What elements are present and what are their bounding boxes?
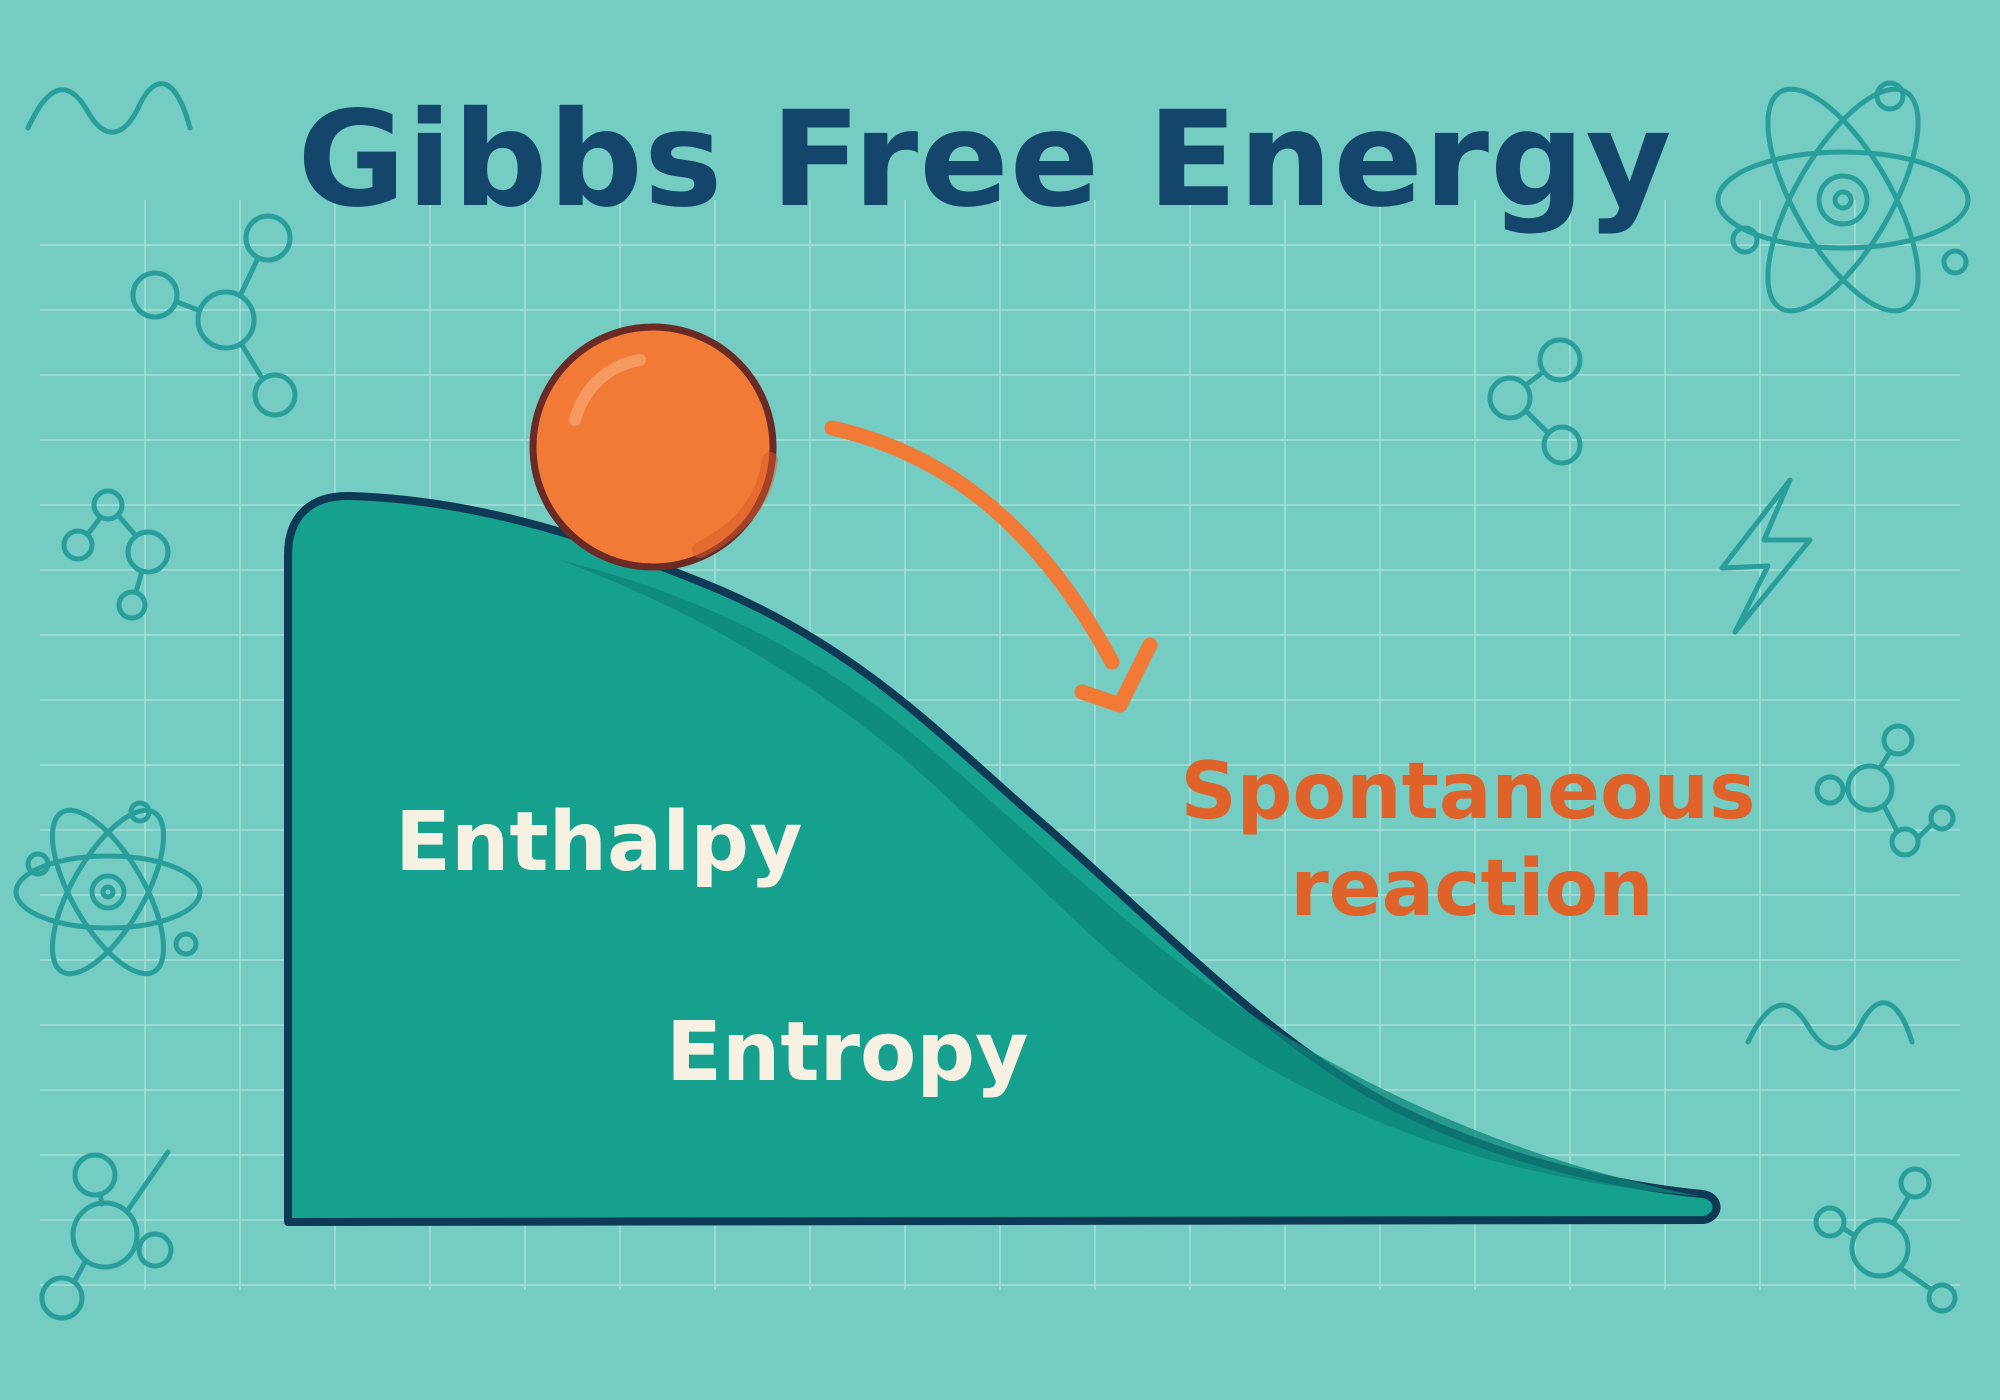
atom-icon bbox=[13, 800, 203, 977]
molecule-icon bbox=[39, 1149, 174, 1321]
spontaneous-label-line2: reaction bbox=[1290, 844, 1653, 934]
molecule-icon bbox=[61, 488, 171, 621]
ball bbox=[529, 323, 778, 571]
downhill-arrow bbox=[824, 420, 1158, 713]
molecule-icon bbox=[130, 213, 298, 418]
spontaneous-label-line1: Spontaneous bbox=[1180, 747, 1755, 837]
atom-icon bbox=[1715, 80, 1971, 314]
page-title: Gibbs Free Energy bbox=[297, 83, 1672, 237]
wave-icon bbox=[25, 81, 193, 135]
entropy-label: Entropy bbox=[666, 1005, 1029, 1100]
molecule-icon bbox=[1487, 337, 1583, 466]
wave-icon bbox=[1745, 1000, 1915, 1051]
molecule-icon bbox=[1813, 1166, 1958, 1314]
enthalpy-label: Enthalpy bbox=[395, 795, 803, 890]
lightning-icon bbox=[1719, 477, 1813, 635]
molecule-icon bbox=[1814, 723, 1956, 858]
